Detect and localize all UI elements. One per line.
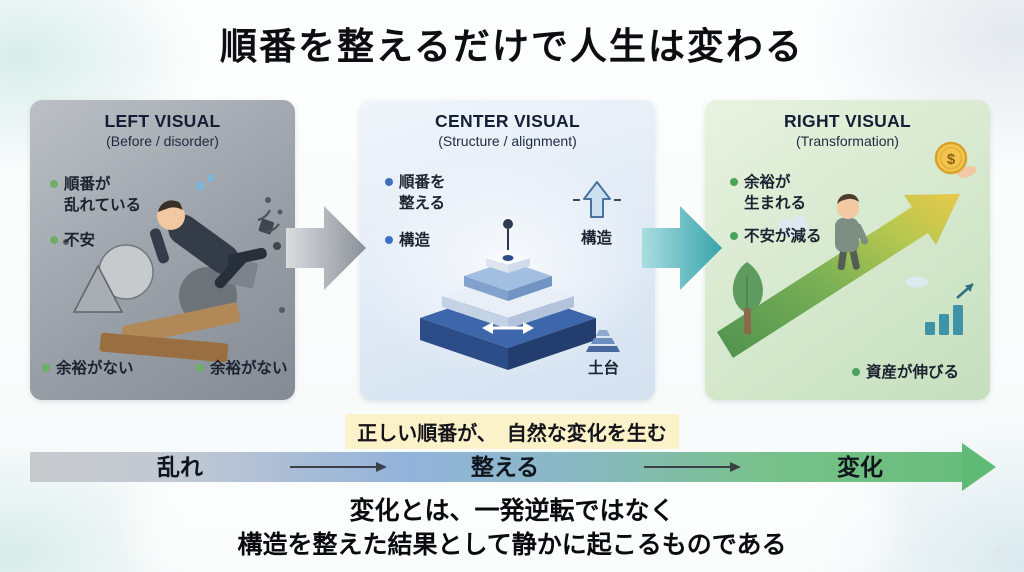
panel-left-visual: LEFT VISUAL (Before / disorder) [30, 100, 295, 400]
label-text: 不安が減る [744, 228, 822, 245]
foundation-icon [586, 330, 620, 352]
tree-icon [732, 262, 763, 334]
label-no-leeway-right: 余裕がない [196, 358, 288, 379]
arrow-left-to-center-icon [286, 206, 366, 290]
label-text: 順番が乱れている [64, 176, 142, 214]
coin-dollar-text: $ [947, 151, 956, 168]
footer-glow [150, 488, 874, 564]
bullet-icon [730, 178, 738, 186]
up-arrow-icon [573, 181, 621, 218]
panel-center-heading: CENTER VISUAL [435, 111, 580, 131]
coin-icon: $ [934, 141, 977, 178]
panel-right-subheading: (Transformation) [796, 133, 899, 149]
panel-right-visual: RIGHT VISUAL (Transformation) [705, 100, 990, 400]
flow-stage-change: 変化 [837, 454, 883, 480]
ziggurat-icon [420, 219, 596, 370]
bullet-icon [50, 236, 58, 244]
label-text: 順番を整える [399, 174, 446, 212]
structure-illustration [420, 181, 621, 370]
panel-right-heading: RIGHT VISUAL [783, 111, 912, 131]
bullet-icon [385, 178, 393, 186]
label-order-disrupted: 順番が乱れている [50, 174, 141, 216]
walking-person-icon [835, 194, 869, 271]
label-text: 資産が伸びる [866, 364, 960, 381]
label-text: 余裕がない [210, 360, 288, 377]
flow-bar [30, 452, 964, 482]
highlight-caption: 正しい順番が、 自然な変化を生む [345, 414, 679, 449]
label-text: 余裕が生まれる [744, 174, 807, 212]
label-text: 構造 [399, 232, 431, 249]
label-structure-right: 構造 [581, 228, 612, 249]
bullet-icon [50, 180, 58, 188]
bullet-icon [730, 232, 738, 240]
page-title: 順番を整えるだけで人生は変わる [220, 26, 804, 67]
flow-stage-arrange: 整える [470, 454, 540, 480]
panel-left-subheading: (Before / disorder) [106, 133, 219, 149]
panel-center-visual: CENTER VISUAL (Structure / alignment) [360, 100, 655, 400]
flow-arrow-icon [644, 462, 741, 472]
label-text: 不安 [64, 232, 96, 249]
label-leeway-born: 余裕が生まれる [730, 172, 806, 214]
falling-person-icon [149, 173, 280, 289]
panel-left-heading: LEFT VISUAL [104, 111, 221, 131]
label-anxiety: 不安 [50, 230, 95, 251]
footer-line-1: 変化とは、一発逆転ではなく [349, 497, 675, 525]
arrow-center-to-right-icon [642, 206, 722, 290]
flow-stage-disorder: 乱れ [157, 454, 203, 480]
label-text: 構造 [581, 230, 613, 247]
bullet-icon [385, 236, 393, 244]
label-anxiety-decreases: 不安が減る [730, 226, 822, 247]
disorder-illustration [63, 173, 285, 363]
panel-center-subheading: (Structure / alignment) [438, 133, 577, 149]
label-structure-left: 構造 [385, 230, 430, 251]
label-no-leeway-left: 余裕がない [42, 358, 134, 379]
label-assets-grow: 資産が伸びる [852, 362, 959, 383]
flow-bar-arrowhead-icon [962, 443, 996, 491]
growth-arrow-icon [717, 194, 960, 358]
label-text: 土台 [588, 360, 620, 377]
bullet-icon [196, 364, 204, 372]
horizontal-arrows-icon [482, 322, 534, 334]
label-text: 余裕がない [56, 360, 134, 377]
bullet-icon [852, 368, 860, 376]
label-arrange-order: 順番を整える [385, 172, 446, 214]
bar-chart-icon [925, 283, 974, 335]
sparkle-icon [988, 540, 1010, 562]
flow-arrow-icon [290, 462, 387, 472]
transformation-illustration: $ [717, 141, 977, 358]
bullet-icon [42, 364, 50, 372]
footer-line-2: 構造を整えた結果として静かに起こるものである [237, 531, 787, 559]
label-foundation: 土台 [588, 358, 619, 379]
scattered-shapes-icon [63, 197, 285, 363]
